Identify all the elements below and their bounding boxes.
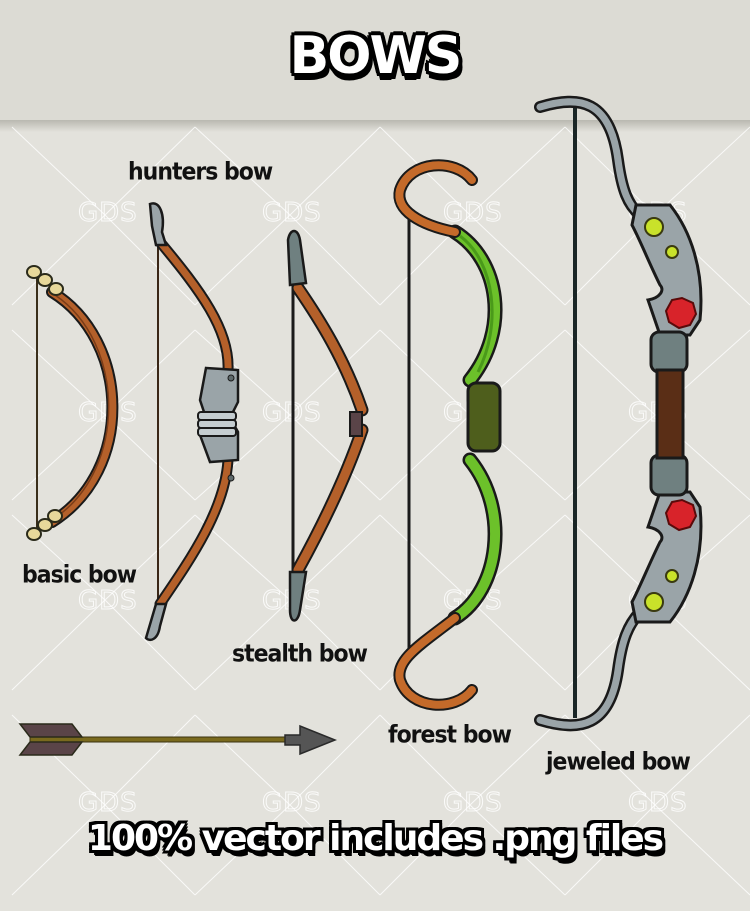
arrow-icon xyxy=(18,723,338,756)
watermark-text: GDS xyxy=(262,398,322,429)
stealth-bow-icon xyxy=(286,229,369,622)
watermark-text: GDS xyxy=(262,788,322,819)
watermark-text: GDS xyxy=(78,198,138,229)
hunters-bow-icon xyxy=(144,202,240,642)
forest-bow-label: forest bow xyxy=(388,721,512,750)
stealth-bow-label: stealth bow xyxy=(232,640,368,669)
watermark-text: GDS xyxy=(443,788,503,819)
watermark-text: GDS xyxy=(443,198,503,229)
footer-tagline: 100% vector includes .png files xyxy=(87,818,664,859)
forest-bow-icon xyxy=(393,159,503,711)
watermark-text: GDS xyxy=(628,788,688,819)
jeweled-bow-icon xyxy=(534,95,703,732)
watermark-text: GDS xyxy=(78,788,138,819)
page-title: BOWS xyxy=(289,26,463,86)
basic-bow-icon xyxy=(26,265,119,541)
watermark-text: GDS xyxy=(262,198,322,229)
header-band xyxy=(0,0,750,120)
hunters-bow-label: hunters bow xyxy=(128,158,273,187)
watermark-text: GDS xyxy=(78,586,138,617)
basic-bow-label: basic bow xyxy=(22,561,137,590)
jeweled-bow-label: jeweled bow xyxy=(546,748,691,777)
